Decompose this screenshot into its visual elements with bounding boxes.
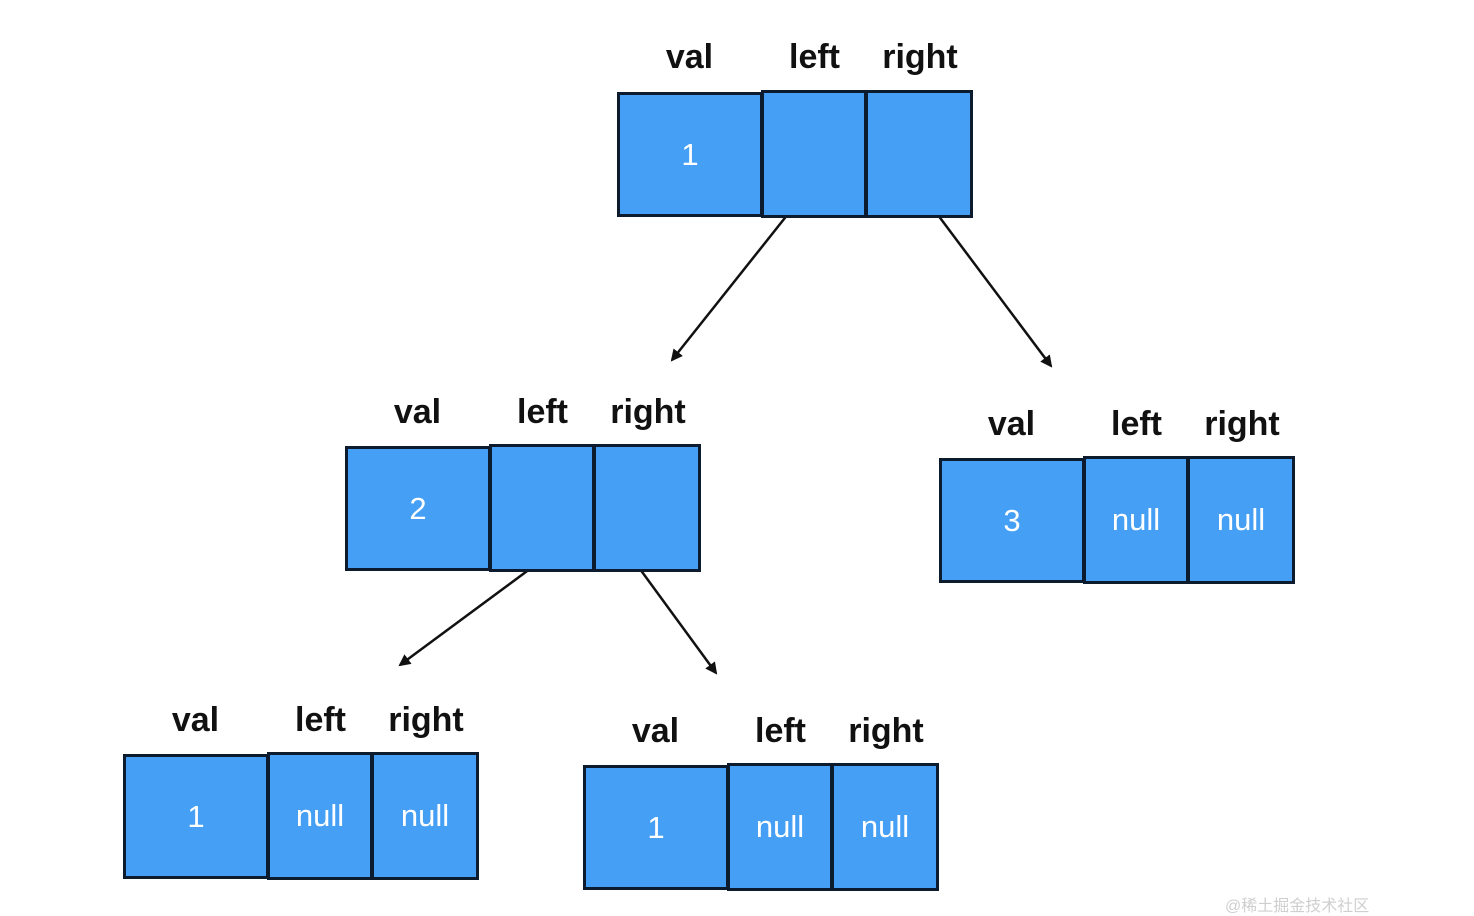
cell-val: 1 — [123, 754, 269, 879]
header-left: left — [789, 38, 840, 76]
cell-right: null — [831, 763, 939, 891]
cell-left — [761, 90, 867, 218]
header-left: left — [295, 701, 346, 739]
header-right: right — [848, 712, 924, 750]
cell-val: 2 — [345, 446, 491, 571]
header-left: left — [1111, 405, 1162, 443]
cell-right — [593, 444, 701, 572]
header-val: val — [171, 701, 220, 739]
cell-val: 1 — [583, 765, 729, 890]
header-right: right — [1204, 405, 1280, 443]
header-left: left — [517, 393, 568, 431]
cell-right: null — [371, 752, 479, 880]
cell-right: null — [1187, 456, 1295, 584]
header-val: val — [393, 393, 442, 431]
watermark: @稀土掘金技术社区 — [1225, 898, 1370, 915]
cell-left: null — [267, 752, 373, 880]
arrow-node-2-left-to-leaf — [398, 558, 543, 667]
header-right: right — [882, 38, 958, 76]
header-val: val — [987, 405, 1036, 443]
cell-val: 1 — [617, 92, 763, 217]
header-val: val — [665, 38, 714, 76]
header-val: val — [631, 712, 680, 750]
cell-val: 3 — [939, 458, 1085, 583]
cell-left: null — [1083, 456, 1189, 584]
header-right: right — [610, 393, 686, 431]
header-right: right — [388, 701, 464, 739]
cell-right — [865, 90, 973, 218]
cell-left — [489, 444, 595, 572]
cell-left: null — [727, 763, 833, 891]
header-left: left — [755, 712, 806, 750]
